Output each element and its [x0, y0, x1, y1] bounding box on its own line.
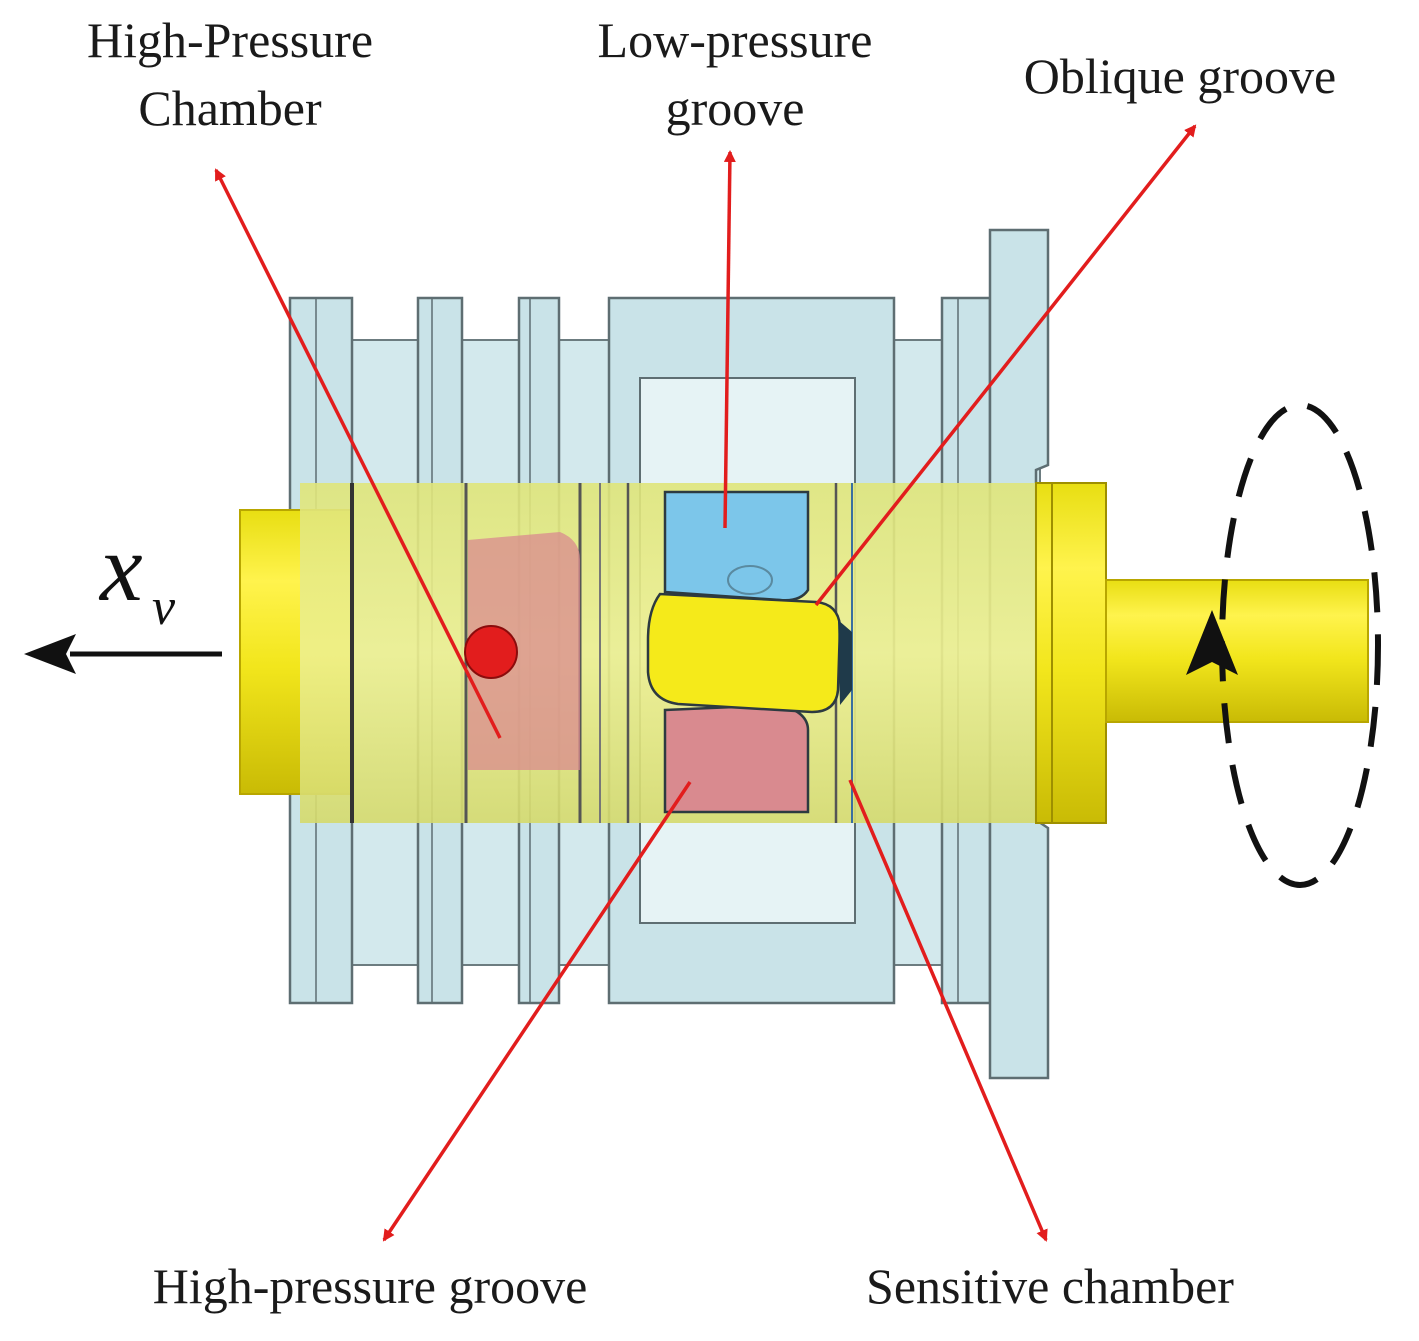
leader-high-pressure-chamber	[214, 168, 502, 739]
leader-lines	[214, 124, 1197, 1242]
rotation-arrow-icon	[1186, 610, 1238, 675]
displacement-arrow	[24, 634, 222, 674]
high-pressure-port-dot	[464, 625, 518, 679]
axis-variable: x	[100, 514, 143, 621]
label-high-pressure-chamber-line2: Chamber	[138, 80, 322, 136]
low-pressure-groove-shape	[663, 490, 810, 602]
label-high-pressure-chamber-line1: High-Pressure	[86, 12, 374, 68]
leader-low-pressure-groove	[723, 150, 736, 529]
oblique-groove-shape	[646, 592, 842, 714]
label-sensitive-chamber: Sensitive chamber	[866, 1258, 1234, 1314]
axis-label-xv: x v	[100, 520, 220, 640]
rotation-indicator	[1186, 402, 1381, 888]
label-low-pressure-groove: Low-pressure groove	[545, 6, 925, 142]
label-high-pressure-chamber: High-Pressure Chamber	[40, 6, 420, 142]
axis-subscript: v	[152, 579, 176, 636]
high-pressure-chamber-region	[464, 532, 580, 770]
label-high-pressure-groove: High-pressure groove	[152, 1258, 588, 1314]
label-oblique-groove: Oblique groove	[1023, 48, 1337, 104]
leader-sensitive-chamber	[848, 779, 1048, 1242]
left-arrow-icon	[24, 634, 76, 674]
label-low-pressure-groove-line1: Low-pressure	[597, 12, 873, 68]
leader-oblique-groove	[814, 124, 1197, 607]
high-pressure-groove-shape	[663, 703, 810, 814]
label-low-pressure-groove-line2: groove	[665, 80, 805, 136]
leader-high-pressure-groove	[382, 781, 692, 1242]
